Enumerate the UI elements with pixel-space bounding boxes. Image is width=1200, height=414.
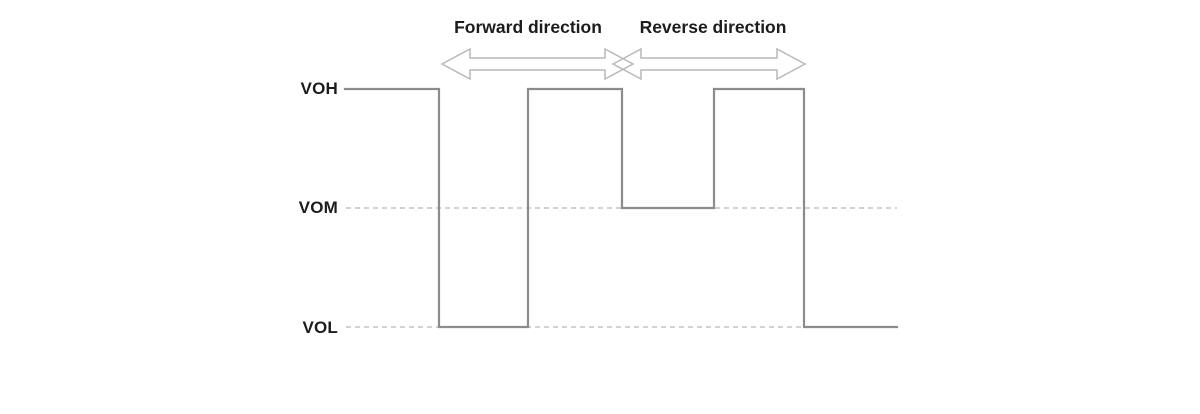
- level-label-voh: VOH: [300, 79, 338, 98]
- level-label-vom: VOM: [298, 198, 338, 217]
- forward-arrow: [440, 47, 635, 81]
- signal-waveform: [343, 87, 899, 329]
- level-label-vol: VOL: [302, 318, 338, 337]
- direction-label-reverse: Reverse direction: [639, 17, 787, 37]
- direction-label-forward: Forward direction: [454, 17, 602, 37]
- reverse-arrow: [611, 47, 807, 81]
